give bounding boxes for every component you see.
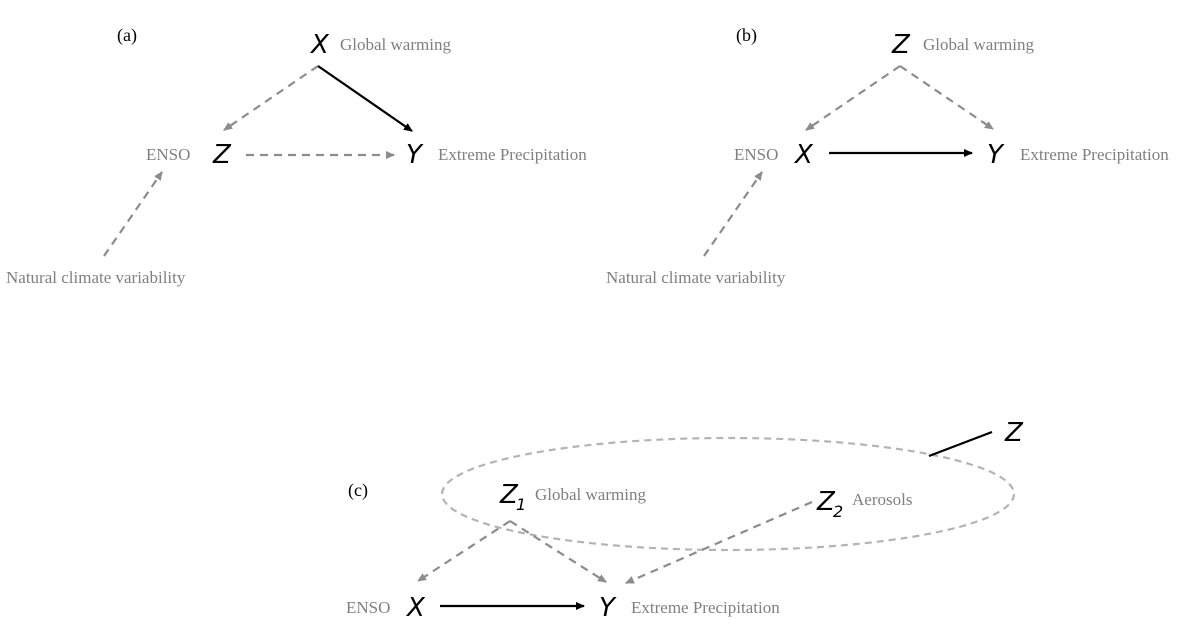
panel-c-z2-sub: 2 xyxy=(833,502,843,521)
panel-b-y-desc: Extreme Precipitation xyxy=(1020,145,1169,164)
panel-b-source-desc: Natural climate variability xyxy=(606,268,786,287)
panel-b: (b) Z Global warming ENSO X Y Extreme Pr… xyxy=(606,25,1169,287)
panel-a-x-desc: Global warming xyxy=(340,35,451,54)
panel-b-arrow-z-to-y xyxy=(899,65,994,130)
panel-c-z1-sub: 1 xyxy=(516,495,526,514)
panel-c-x-desc: ENSO xyxy=(346,598,390,617)
panel-a-source-desc: Natural climate variability xyxy=(6,268,186,287)
panel-c-z-grouping-ellipse xyxy=(440,436,1016,552)
panel-b-y-var: Y xyxy=(987,140,1005,170)
panel-c-z1-var: Z xyxy=(499,480,519,510)
panel-b-z-var: Z xyxy=(891,30,911,60)
panel-b-label: (b) xyxy=(736,25,757,46)
panel-a-x-var: X xyxy=(309,30,330,60)
panel-a-y-var: Y xyxy=(406,140,424,170)
panel-a-label: (a) xyxy=(117,25,137,46)
panel-b-arrow-z-to-x xyxy=(805,65,901,131)
panel-b-x-var: X xyxy=(793,140,814,170)
panel-a-z-var: Z xyxy=(212,140,232,170)
panel-c-arrow-z1-to-y xyxy=(509,520,607,583)
panel-c-label: (c) xyxy=(348,480,368,501)
panel-c-z2-desc: Aerosols xyxy=(852,490,912,509)
panel-c-arrow-z2-to-y xyxy=(625,500,813,585)
panel-c-x-var: X xyxy=(405,593,426,623)
panel-a-y-desc: Extreme Precipitation xyxy=(438,145,587,164)
panel-b-z-desc: Global warming xyxy=(923,35,1034,54)
panel-a-arrow-x-to-y xyxy=(317,65,413,132)
panel-a: (a) X Global warming ENSO Z Y Extreme Pr… xyxy=(6,25,587,287)
panel-c-z2-var: Z xyxy=(816,487,836,517)
panel-c: (c) Z Z 1 Global warming Z 2 Aerosols EN… xyxy=(346,418,1024,623)
panel-a-arrow-x-to-z xyxy=(223,65,319,131)
panel-c-z-pointer-line xyxy=(928,430,993,458)
panel-a-z-desc: ENSO xyxy=(146,145,190,164)
panel-c-arrow-z1-to-x xyxy=(417,520,511,582)
panel-b-x-desc: ENSO xyxy=(734,145,778,164)
panel-a-arrow-source-to-z xyxy=(103,171,163,257)
panel-b-arrow-source-to-x xyxy=(703,171,763,257)
panel-c-y-desc: Extreme Precipitation xyxy=(631,598,780,617)
panel-c-z-var: Z xyxy=(1004,418,1024,448)
panel-c-z1-desc: Global warming xyxy=(535,485,646,504)
panel-c-y-var: Y xyxy=(599,593,617,623)
